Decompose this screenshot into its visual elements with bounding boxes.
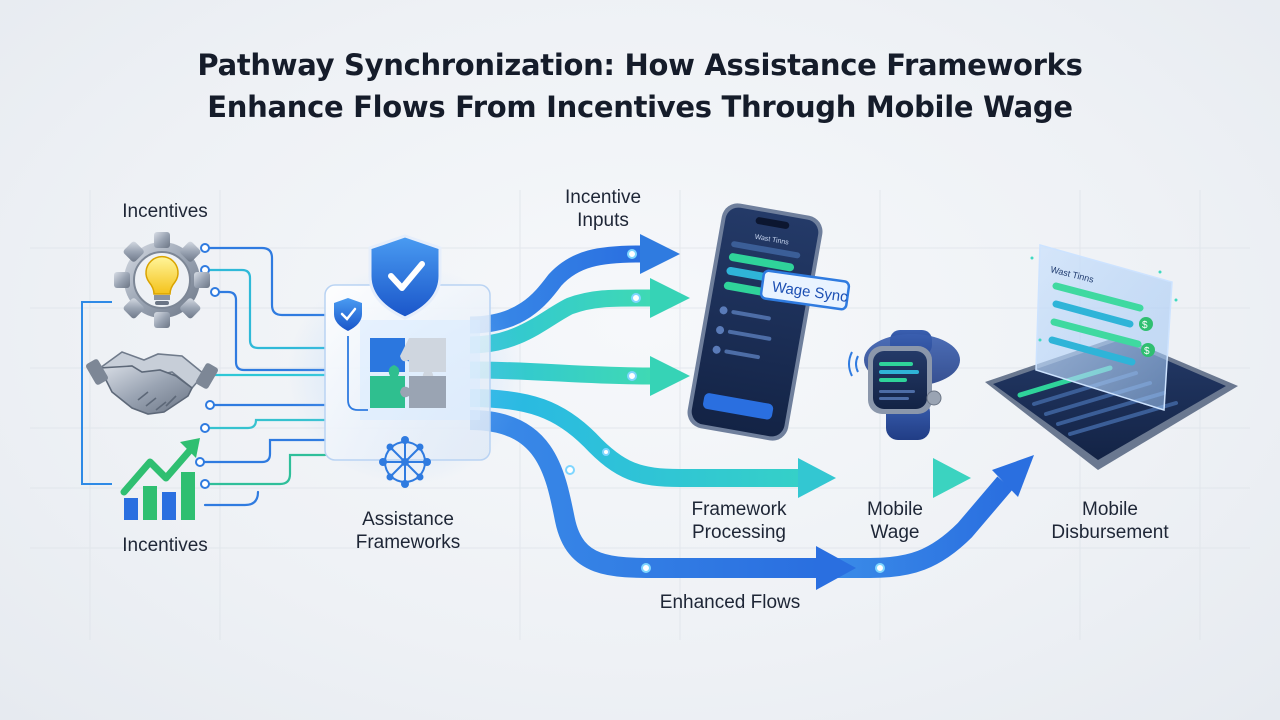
gear-lightbulb-icon [114, 232, 210, 328]
page-title: Pathway Synchronization: How Assistance … [0, 44, 1280, 128]
title-line-1: Pathway Synchronization: How Assistance … [197, 48, 1083, 82]
label-mobile-wage: Mobile Wage [867, 499, 923, 543]
shield-check-icon [368, 234, 442, 320]
label-incentive-inputs: Incentive Inputs [564, 187, 642, 231]
puzzle-icon [370, 338, 446, 408]
circuit-connectors [198, 246, 327, 507]
label-mobile-disbursement: Mobile Disbursement [1051, 499, 1169, 543]
smartwatch-icon [848, 330, 960, 440]
left-connector-bracket [81, 301, 112, 485]
smartphone-icon: Wast Tinns [687, 203, 823, 441]
growth-chart-icon [120, 438, 200, 520]
handshake-icon [86, 351, 218, 415]
label-incentives-bottom: Incentives [122, 535, 208, 556]
label-enhanced-flows: Enhanced Flows [659, 592, 801, 613]
flow-dots [565, 249, 885, 573]
flow-arrowheads [640, 234, 1034, 590]
small-shield-icon [334, 298, 362, 331]
enhanced-flows-band [469, 410, 818, 578]
network-icon [379, 436, 431, 488]
label-assistance-frameworks: Assistance Frameworks [355, 509, 461, 553]
label-framework-processing: Framework Processing [691, 499, 787, 543]
wage-sync-tag: Wage Sync [759, 269, 851, 311]
title-line-2: Enhance Flows From Incentives Through Mo… [207, 90, 1073, 124]
label-incentives-top: Incentives [122, 201, 208, 222]
panel-currency-2: $ [1144, 346, 1150, 357]
framework-inner-connector [347, 336, 368, 411]
panel-currency-1: $ [1142, 320, 1148, 331]
floating-glass-panel: $ $ Wast Tinns [1030, 244, 1178, 412]
